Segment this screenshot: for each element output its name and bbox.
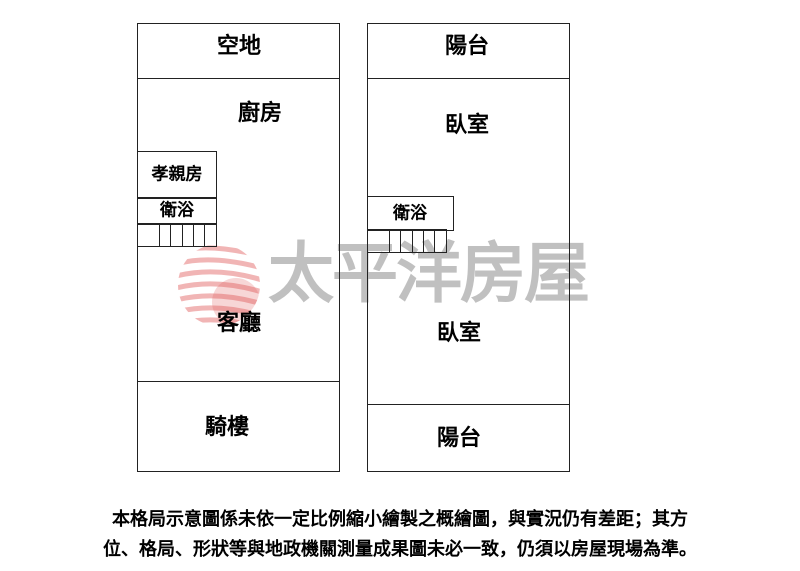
stairs <box>137 223 217 247</box>
left-floor-plan <box>137 23 340 472</box>
elder-room-box <box>137 151 217 199</box>
room-living-room: 客廳 <box>216 311 262 336</box>
room-elder-room: 孝親房 <box>151 164 203 185</box>
room-bedroom-top: 臥室 <box>444 113 490 138</box>
stair-step <box>423 230 424 252</box>
bathroom-box <box>137 197 217 225</box>
stair-step <box>400 230 401 252</box>
room-bathroom: 衛浴 <box>160 200 194 221</box>
brand-logo-icon <box>178 245 260 326</box>
room-bathroom: 衛浴 <box>393 203 427 224</box>
divider <box>367 78 570 79</box>
stair-step <box>204 224 205 246</box>
stair-step <box>170 224 171 246</box>
stair-step <box>434 230 435 252</box>
room-balcony-bottom: 陽台 <box>436 426 482 451</box>
room-kitchen: 廚房 <box>237 101 283 126</box>
stairs <box>367 229 447 253</box>
disclaimer-line-2: 位、格局、形狀等與地政機關測量成果圖未必一致，仍須以房屋現場為準。 <box>103 539 697 560</box>
brand-watermark: 太平洋房屋 <box>268 234 590 312</box>
bathroom-box <box>367 196 454 231</box>
divider <box>137 78 340 79</box>
stair-step <box>412 230 413 252</box>
stair-step <box>193 224 194 246</box>
room-balcony-top: 陽台 <box>444 34 490 59</box>
stair-step <box>182 224 183 246</box>
room-arcade: 騎樓 <box>204 415 250 440</box>
room-open-space: 空地 <box>216 34 262 59</box>
room-bedroom-bottom: 臥室 <box>436 321 482 346</box>
stair-step <box>389 230 390 252</box>
disclaimer-line-1: 本格局示意圖係未依一定比例縮小繪製之概繪圖，與實況仍有差距；其方 <box>112 509 688 530</box>
divider <box>367 404 570 405</box>
divider <box>137 381 340 382</box>
stair-step <box>159 224 160 246</box>
